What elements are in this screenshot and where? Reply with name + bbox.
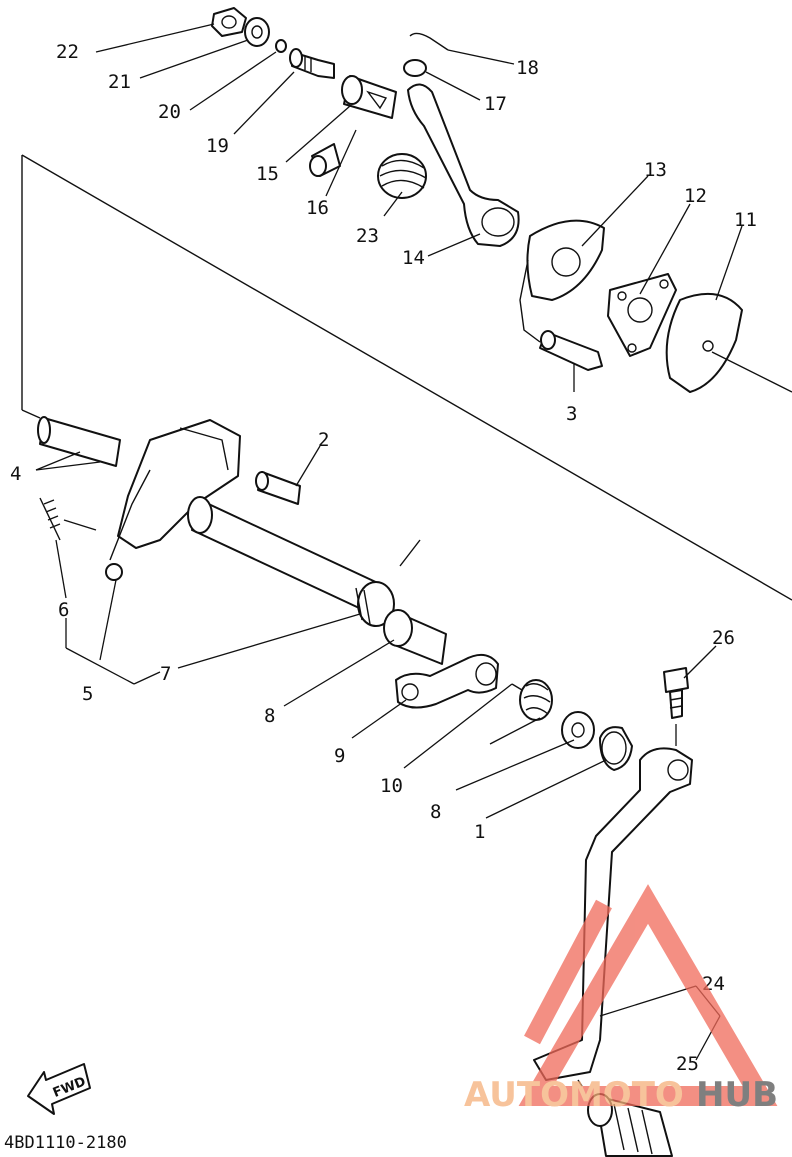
part-6-spring <box>39 497 97 541</box>
callout-25: 25 <box>676 1053 699 1075</box>
callout-14: 14 <box>402 247 425 269</box>
callout-8-upper: 8 <box>264 705 275 727</box>
callout-2: 2 <box>318 429 329 451</box>
callout-13: 13 <box>644 159 667 181</box>
leader-lines <box>35 23 743 1061</box>
part-16-pin <box>309 143 341 177</box>
callout-21: 21 <box>108 71 131 93</box>
callout-15: 15 <box>256 163 279 185</box>
callout-11: 11 <box>734 209 757 231</box>
part-24-pedal <box>533 747 693 1081</box>
callout-26: 26 <box>712 627 735 649</box>
watermark-text-main: AUTOMOTO <box>464 1075 684 1115</box>
callout-18: 18 <box>516 57 539 79</box>
callout-1: 1 <box>474 821 485 843</box>
part-23-spring <box>377 153 427 199</box>
callout-19: 19 <box>206 135 229 157</box>
part-17-clip <box>403 59 427 77</box>
watermark-text-hub: HUB <box>696 1075 778 1115</box>
callout-23: 23 <box>356 225 379 247</box>
callout-10: 10 <box>380 775 403 797</box>
callout-20: 20 <box>158 101 181 123</box>
part-2-pin <box>255 471 301 505</box>
callout-labels: 22 21 20 19 15 16 23 18 17 14 13 12 11 3… <box>10 41 757 1075</box>
callout-6: 6 <box>58 599 69 621</box>
part-9-lever <box>395 653 499 709</box>
part-10-spring <box>489 679 553 745</box>
part-15-sleeve <box>341 75 397 119</box>
part-1-bushing <box>599 726 633 771</box>
watermark-triangle-icon <box>518 884 778 1106</box>
callout-8-lower: 8 <box>430 801 441 823</box>
part-26-bolt <box>663 667 689 746</box>
part-7-shaft <box>187 496 447 665</box>
automotohub-watermark: AUTOMOTO HUB <box>464 884 778 1115</box>
guide-line-11 <box>711 351 792 393</box>
part-19-bolt <box>289 48 335 79</box>
callout-3: 3 <box>566 403 577 425</box>
callout-12: 12 <box>684 185 707 207</box>
boundary-lines <box>21 154 792 601</box>
part-20-ring <box>275 39 287 53</box>
part-13-plate <box>519 219 605 343</box>
part-21-washer <box>244 17 270 47</box>
part-22-nut <box>211 7 247 37</box>
part-code: 4BD1110-2180 <box>4 1133 127 1153</box>
part-4-shift-shaft <box>37 416 241 581</box>
callout-4: 4 <box>10 463 21 485</box>
fwd-arrow-icon: FWD <box>27 1063 91 1115</box>
callout-16: 16 <box>306 197 329 219</box>
callout-5: 5 <box>82 683 93 705</box>
part-18-cotter-pin <box>409 32 449 51</box>
part-14-arm <box>407 83 520 247</box>
part-8-washer <box>561 711 595 749</box>
part-3-stud <box>539 330 603 371</box>
part-12-stopper <box>607 273 677 357</box>
callout-9: 9 <box>334 745 345 767</box>
callout-22: 22 <box>56 41 79 63</box>
callout-7: 7 <box>160 663 171 685</box>
callout-17: 17 <box>484 93 507 115</box>
part-11-cam <box>665 293 743 393</box>
part-25-grip <box>577 1079 673 1157</box>
